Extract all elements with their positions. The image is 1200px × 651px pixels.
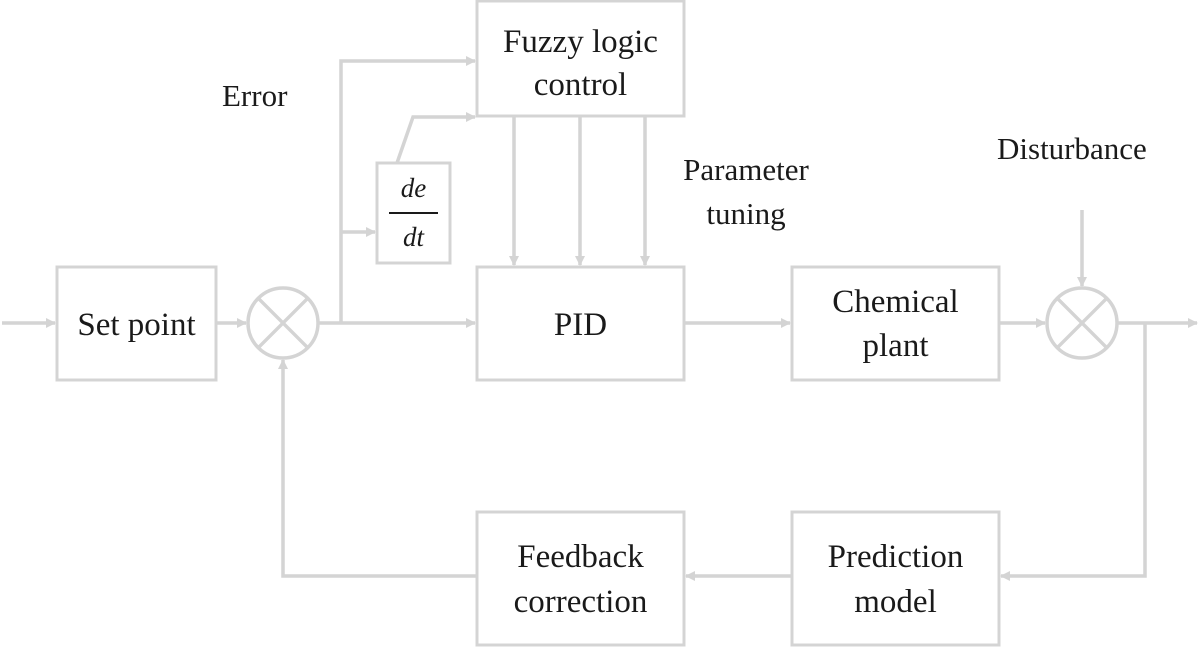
disturbance-summing-junction [1045, 286, 1119, 360]
set-point-label: Set point [77, 307, 195, 343]
pid-label: PID [554, 307, 607, 343]
signal-lines [2, 56, 1198, 581]
error-summing-junction [246, 286, 320, 360]
feedback-label-line2: correction [514, 584, 648, 620]
derivative-numerator: de [401, 173, 427, 203]
plant-label-line1: Chemical [832, 284, 958, 320]
chemical-plant-block: Chemical plant [790, 265, 1001, 382]
derivative-to-fuzzy-arrow [395, 112, 476, 164]
derivative-denominator: dt [403, 222, 426, 252]
parameter-tuning-label-line1: Parameter [683, 152, 809, 187]
set-point-block: Set point [55, 265, 218, 382]
fuzzy-label-line2: control [534, 67, 627, 103]
fuzzy-label-line1: Fuzzy logic [503, 24, 658, 60]
plant-label-line2: plant [863, 328, 929, 364]
feedback-to-junction-arrow [278, 359, 477, 578]
prediction-model-block: Prediction model [790, 510, 1001, 647]
fuzzy-logic-control-block: Fuzzy logic control [475, 0, 686, 118]
error-label: Error [222, 78, 288, 113]
prediction-label-line1: Prediction [828, 539, 964, 575]
output-to-prediction-arrow [1000, 323, 1147, 581]
derivative-block: de dt [375, 161, 452, 265]
error-to-fuzzy-arrow [339, 56, 476, 323]
parameter-tuning-label-line2: tuning [706, 196, 785, 231]
feedback-label-line1: Feedback [517, 539, 644, 575]
prediction-label-line2: model [854, 584, 936, 620]
disturbance-label: Disturbance [997, 131, 1147, 166]
feedback-correction-block: Feedback correction [475, 510, 686, 647]
pid-block: PID [475, 265, 686, 382]
